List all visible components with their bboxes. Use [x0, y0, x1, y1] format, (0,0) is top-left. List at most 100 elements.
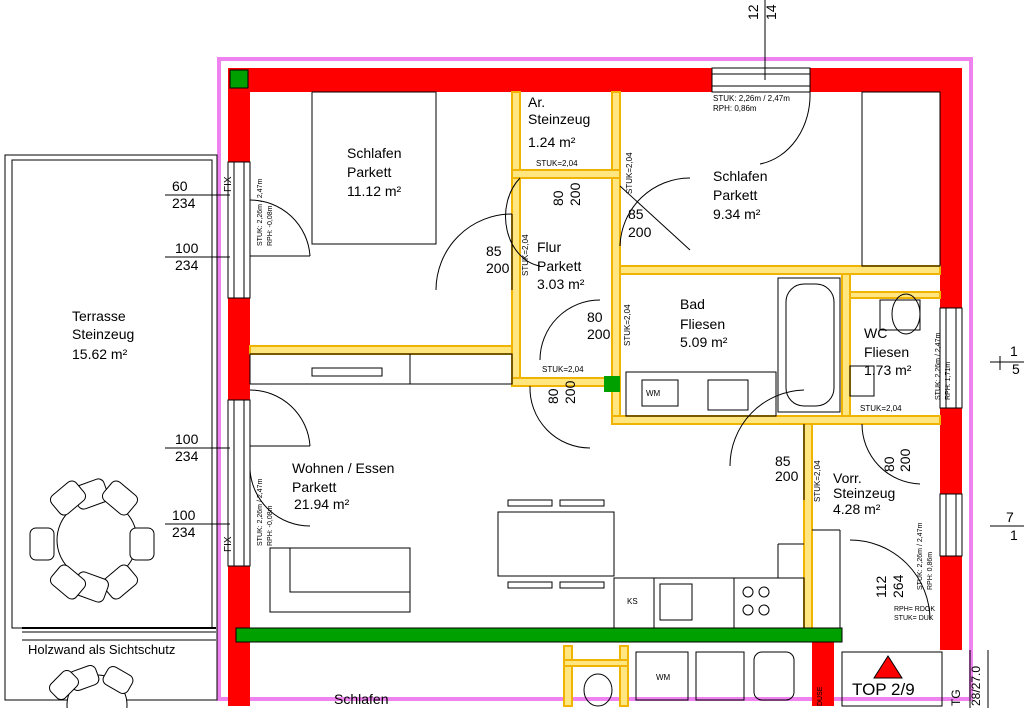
rph-rdok: RPH= RDOK — [894, 606, 935, 613]
tg-label: TG — [949, 689, 963, 706]
dim-door-ar-h: 200 — [567, 182, 583, 206]
win-left2-note-a: STUK: 2,26m / 2,47m — [257, 479, 264, 546]
fix-label-1: FIX — [223, 176, 234, 192]
fix-label-2: FIX — [223, 536, 234, 552]
vorr-floor: Steinzeug — [833, 485, 895, 501]
win-top-note-a: STUK: 2,26m / 2,47m — [713, 94, 790, 103]
dim-win4-h: 234 — [172, 524, 196, 540]
dim-win2-h: 234 — [175, 257, 199, 273]
corner-post — [229, 69, 249, 89]
dim-door-s1-h: 200 — [486, 260, 510, 276]
bad-floor: Fliesen — [680, 316, 725, 332]
green-block — [604, 376, 620, 392]
stuk-bad-v: STUK=2,04 — [623, 304, 632, 346]
dim-entry-w: 112 — [873, 575, 889, 598]
schlafen2-area: 9.34 m² — [713, 206, 761, 222]
dim-entry-h: 264 — [890, 574, 906, 598]
stuk-bad: STUK=2,04 — [860, 404, 902, 413]
patio-table-set-lower — [49, 665, 134, 708]
patio-table-set — [29, 478, 155, 603]
terrasse-area: 15.62 m² — [72, 346, 128, 362]
dim-door-vorr-w: 85 — [775, 453, 791, 469]
dim-door-ar-w: 80 — [550, 190, 566, 206]
dim-win2-w: 100 — [175, 240, 199, 256]
holzwand-label: Holzwand als Sichtschutz — [28, 642, 175, 657]
north-triangle-icon — [873, 655, 903, 679]
ks-kitchen: KS — [627, 597, 638, 606]
dusche-below: DUSE — [817, 686, 824, 706]
wohnen-name: Wohnen / Essen — [292, 460, 394, 476]
furniture — [249, 91, 941, 707]
flur-name: Flur — [537, 239, 561, 255]
vorr-name: Vorr. — [833, 470, 862, 486]
stuk-vorr-v: STUK=2,04 — [813, 460, 822, 502]
win-left2-note-b: RPH: -0,08m — [267, 505, 274, 546]
bad-name: Bad — [680, 296, 705, 312]
ar-name: Ar. — [528, 94, 545, 110]
schlafen2-floor: Parkett — [713, 187, 757, 203]
interior-walls — [249, 91, 941, 707]
dim-door-s2-w: 85 — [628, 206, 644, 222]
win-top-note-b: RPH: 0,86m — [713, 104, 757, 113]
dim-right1: 1 — [1010, 343, 1018, 359]
dim-door-bad-h: 200 — [587, 326, 611, 342]
ar-floor: Steinzeug — [528, 111, 590, 127]
dim-top-w: 12 — [745, 4, 761, 20]
dim-right4: 1 — [1010, 527, 1018, 543]
dim-door-flur-h: 200 — [562, 380, 578, 404]
door-swings — [249, 91, 931, 621]
flur-floor: Parkett — [537, 258, 581, 274]
dim-door-flur-w: 80 — [545, 388, 561, 404]
dim-win4-w: 100 — [172, 507, 196, 523]
win-wc-note-a: STUK: 2,26m / 2,47m — [935, 333, 942, 400]
schlafen2-name: Schlafen — [713, 168, 767, 184]
stuk-s2-v: STUK=2,04 — [625, 152, 634, 194]
schlafen1-area: 11.12 m² — [347, 183, 402, 199]
terrace — [4, 154, 218, 701]
wm-bad: WM — [646, 389, 661, 398]
win-vorr-note-b: RPH: 0,86m — [927, 552, 934, 590]
dim-win3-w: 100 — [175, 431, 199, 447]
ar-area: 1.24 m² — [528, 134, 576, 150]
top-label: TOP 2/9 — [852, 680, 915, 699]
dim-right3: 7 — [1006, 509, 1014, 525]
wc-floor: Fliesen — [864, 344, 909, 360]
wc-area: 1.73 m² — [864, 362, 912, 378]
top-label-box — [841, 651, 943, 707]
green-partition — [235, 627, 843, 643]
dim-door-wc-h: 200 — [897, 448, 913, 472]
win-vorr-note-a: STUK: 2,26m / 2,47m — [917, 523, 924, 590]
dim-top-h: 14 — [763, 4, 779, 20]
schlafen1-name: Schlafen — [347, 145, 401, 161]
vorr-area: 4.28 m² — [833, 501, 881, 517]
terrasse-floor: Steinzeug — [72, 326, 134, 342]
schlafen-below-name: Schlafen — [334, 691, 388, 707]
bad-area: 5.09 m² — [680, 334, 728, 350]
dim-door-s2-h: 200 — [628, 224, 652, 240]
dimension-lines — [165, 0, 1024, 527]
wm-below: WM — [656, 673, 671, 682]
dim-door-s1-w: 85 — [486, 243, 502, 259]
wohnen-floor: Parkett — [292, 479, 336, 495]
windows — [227, 67, 963, 567]
dim-win1-w: 60 — [172, 178, 188, 194]
level-label: 28/27.0 — [969, 666, 983, 706]
dim-win1-h: 234 — [172, 195, 196, 211]
outer-wall-outline — [217, 57, 973, 701]
stuk-flur: STUK=2,04 — [542, 365, 584, 374]
dim-door-wc-w: 80 — [881, 456, 897, 472]
win-wc-note-b: RPH: 1,71m — [945, 362, 952, 400]
win-left1-note-b: RPH: -0,08m — [267, 205, 274, 246]
terrasse-name: Terrasse — [72, 308, 126, 324]
stuk-flur-v: STUK=2,04 — [521, 234, 530, 276]
wc-name: WC — [864, 325, 887, 341]
schlafen1-floor: Parkett — [347, 164, 391, 180]
wohnen-area: 21.94 m² — [294, 496, 350, 512]
flur-area: 3.03 m² — [537, 276, 585, 292]
win-left1-note-a: STUK: 2,26m / 2,47m — [257, 179, 264, 246]
dim-win3-h: 234 — [175, 448, 199, 464]
dim-right2: 5 — [1012, 361, 1020, 377]
dim-door-bad-w: 80 — [587, 309, 603, 325]
dim-door-vorr-h: 200 — [775, 468, 799, 484]
